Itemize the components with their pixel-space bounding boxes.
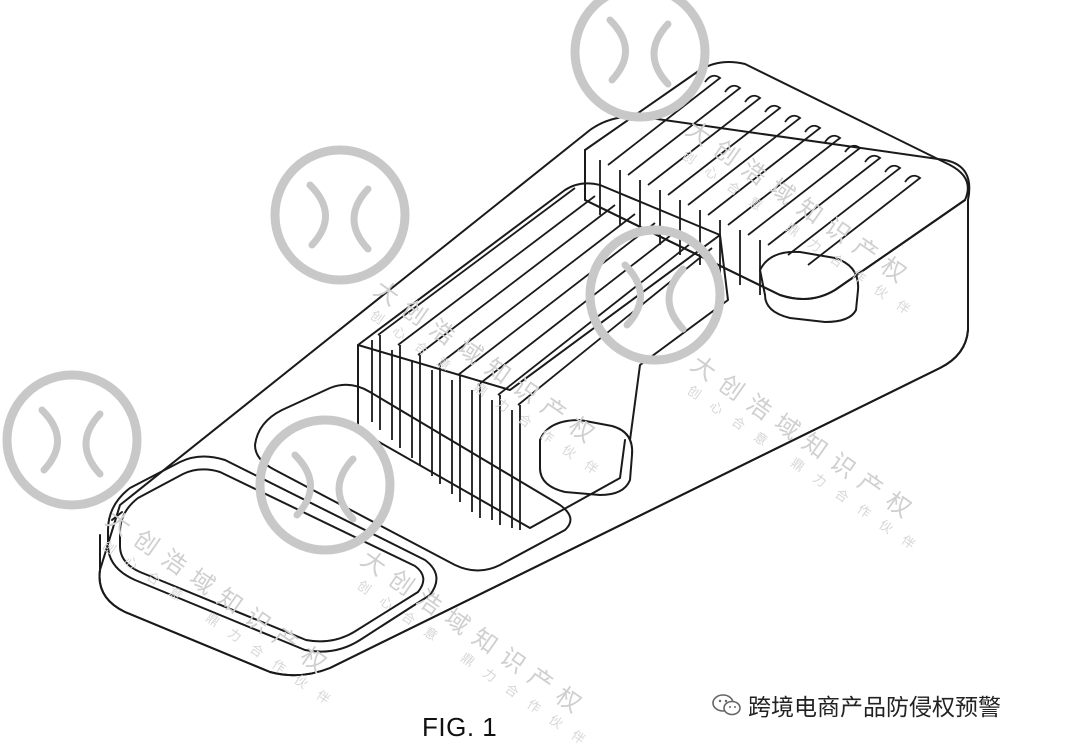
middle-compartment-rim: [254, 383, 572, 572]
seal-logo-icon: [570, 0, 710, 122]
upper-block-slots: [599, 74, 922, 295]
left-compartment-rim: [107, 455, 438, 653]
watermark-seals: [2, 0, 725, 555]
figure-caption: FIG. 1: [422, 712, 498, 742]
lower-block-lower-lobe: [539, 419, 634, 496]
base-tray-inner-rim: [111, 511, 123, 521]
wechat-icon: [712, 694, 741, 716]
seal-logo-icon: [585, 225, 725, 365]
upper-block-lower-lobe: [759, 250, 860, 323]
lower-block-front: [357, 344, 626, 529]
left-compartment-inner: [119, 468, 425, 643]
seal-logo-icon: [255, 415, 395, 555]
base-tray-front-edge: [98, 329, 969, 677]
seal-logo-icon: [2, 370, 142, 510]
upper-block-front: [584, 149, 966, 300]
wechat-brand-label: 跨境电商产品防侵权预警: [712, 688, 1001, 722]
brand-text: 跨境电商产品防侵权预警: [748, 695, 1001, 721]
product-outline: [98, 61, 971, 677]
lower-block-slots: [371, 187, 713, 530]
seal-logo-icon: [270, 145, 410, 285]
